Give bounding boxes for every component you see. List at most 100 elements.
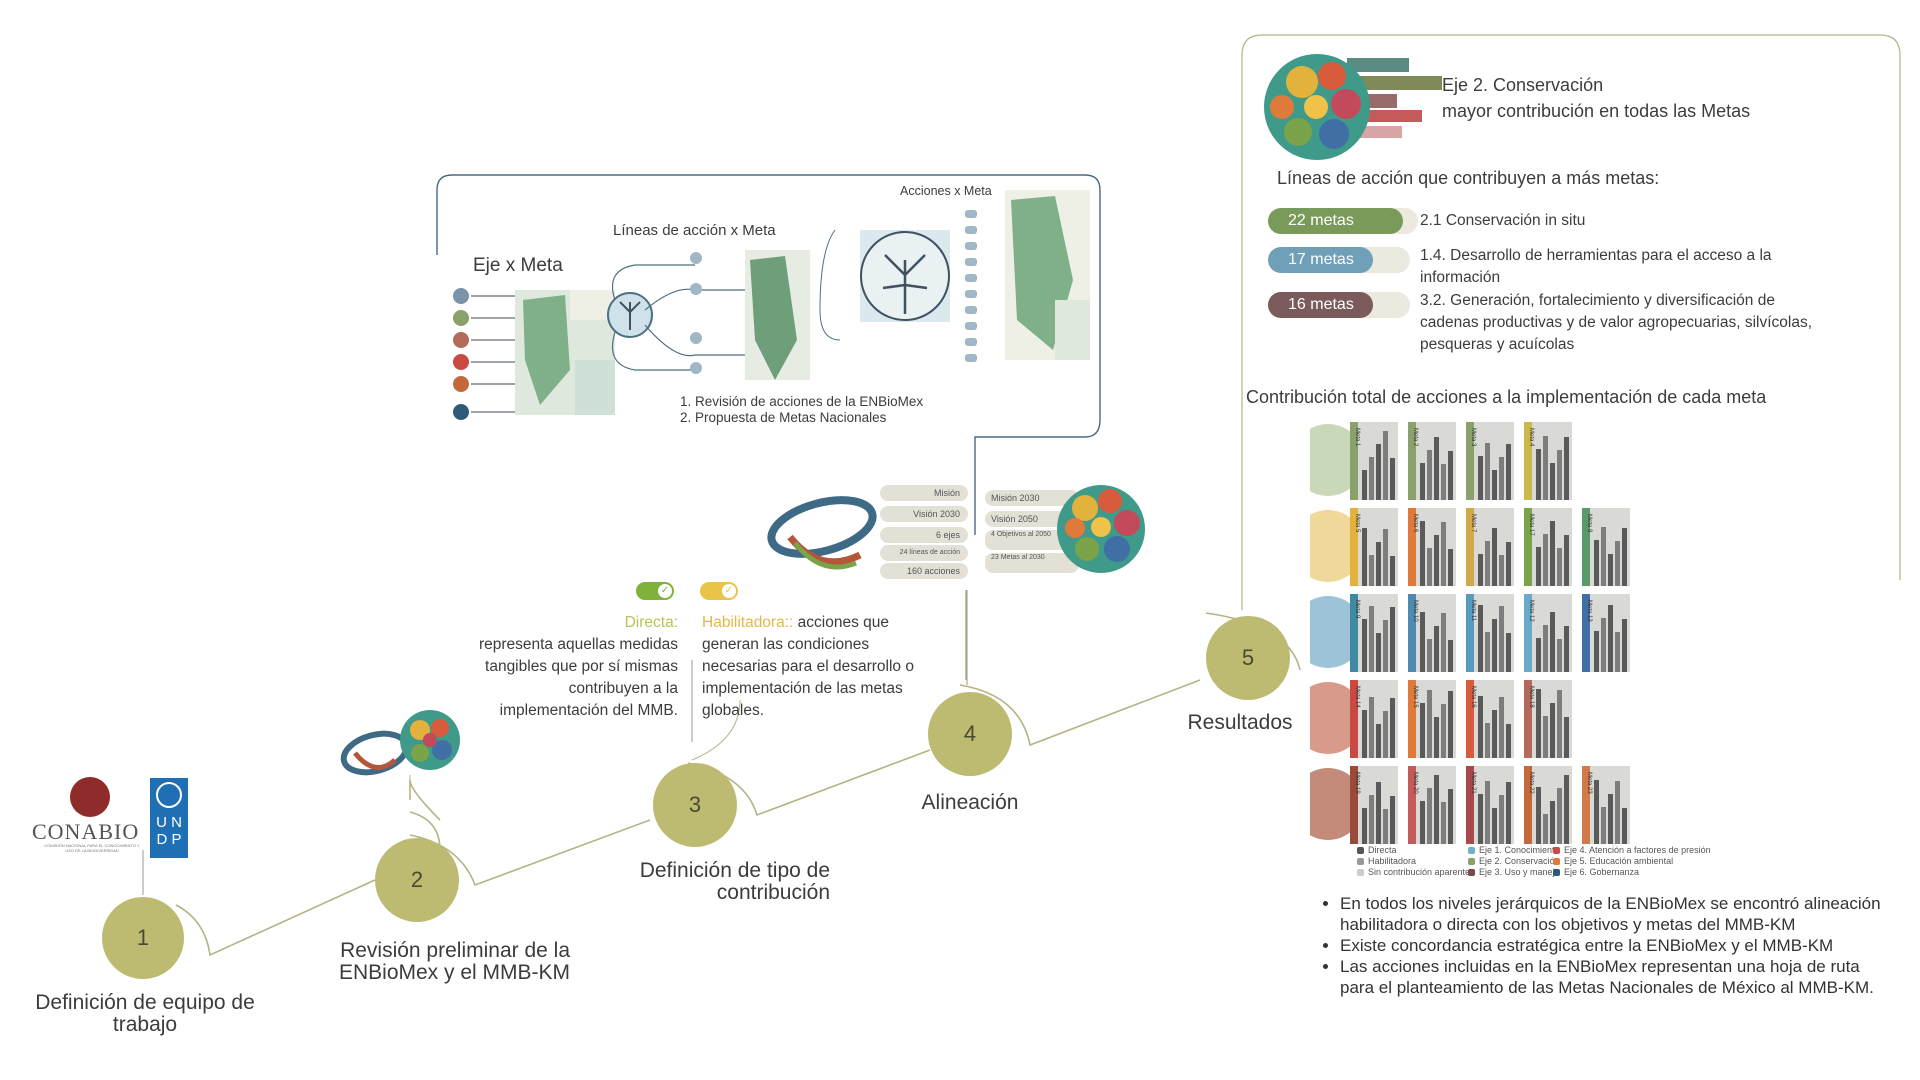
meta-bar [1434, 535, 1439, 586]
linea-text-2: 1.4. Desarrollo de herramientas para el … [1420, 247, 1772, 286]
linea-count-1: 22 metas [1268, 208, 1403, 234]
meta-bar [1434, 437, 1439, 500]
meta-label: Meta 16 [1470, 686, 1476, 708]
meta-bar [1594, 780, 1599, 844]
alignment-logo-enbiomex [767, 496, 877, 570]
meta-bar [1369, 606, 1374, 672]
meta-bar [1485, 632, 1490, 672]
meta-bar [1478, 605, 1483, 672]
meta-eje-strip [1408, 508, 1416, 586]
meta-bar [1499, 606, 1504, 672]
meta-label: Meta 22 [1528, 772, 1534, 794]
meta-bar [1362, 710, 1367, 758]
bullet-3: Las acciones incluidas en la ENBioMex re… [1340, 956, 1898, 998]
meta-label: Meta 14 [1354, 686, 1360, 708]
meta-bar [1376, 633, 1381, 672]
meta-eje-strip [1408, 766, 1416, 844]
meta-eje-strip [1408, 680, 1416, 758]
meta-bar [1448, 789, 1453, 844]
meta-label: Meta 3 [1470, 428, 1476, 447]
meta-bar [1427, 639, 1432, 672]
align-tag-ejes: 6 ejes [880, 527, 968, 543]
meta-bar [1478, 554, 1483, 586]
un-emblem-icon [156, 782, 182, 808]
meta-bar [1441, 704, 1446, 758]
meta-eje-strip [1582, 508, 1590, 586]
legend-sin-contribucion: Sin contribución aparente [1357, 867, 1470, 877]
meta-eje-strip [1350, 594, 1358, 672]
meta-bar [1478, 794, 1483, 844]
linea-text-3: 3.2. Generación, fortalecimiento y diver… [1420, 292, 1813, 353]
meta-bar [1369, 795, 1374, 844]
meta-bar [1543, 534, 1548, 586]
meta-bar [1536, 689, 1541, 758]
meta-bar [1615, 632, 1620, 672]
meta-bar [1441, 522, 1446, 586]
meta-bar [1362, 528, 1367, 586]
meta-label: Meta 9 [1354, 600, 1360, 619]
meta-bar [1594, 540, 1599, 586]
undp-top-letters: U N [156, 814, 182, 831]
lineas-heading: Líneas de acción que contribuyen a más m… [1277, 168, 1660, 188]
meta-eje-strip [1524, 766, 1532, 844]
meta-bar [1420, 463, 1425, 500]
conabio-wordmark: CONABIO [32, 819, 140, 844]
meta-label: Meta 17 [1528, 514, 1534, 536]
meta-bar [1550, 521, 1555, 586]
meta-eje-strip [1524, 680, 1532, 758]
meta-bar [1506, 444, 1511, 500]
meta-eje-strip [1582, 766, 1590, 844]
meta-bar [1536, 638, 1541, 672]
stage-5-label: Resultados [1187, 711, 1293, 734]
meta-bar [1543, 625, 1548, 672]
meta-bar [1550, 463, 1555, 500]
habilitadora-text: acciones que generan las condiciones nec… [702, 614, 914, 719]
align-tag-mision: Misión [880, 485, 968, 501]
meta-bar [1383, 431, 1388, 500]
meta-bar [1499, 697, 1504, 758]
meta-bar [1557, 690, 1562, 758]
legend-eje-1: Eje 1. Conocimiento [1468, 845, 1560, 855]
meta-bar [1427, 690, 1432, 758]
meta-bar [1506, 633, 1511, 672]
eje-meta-label: Eje x Meta [473, 255, 563, 276]
linea-text-1: 2.1 Conservación in situ [1420, 212, 1586, 229]
meta-eje-strip [1466, 680, 1474, 758]
meta-bar [1369, 555, 1374, 586]
align-tag-mision-2030: Misión 2030 [985, 490, 1079, 506]
legend-eje-2: Eje 2. Conservación [1468, 856, 1560, 866]
meta-bar [1594, 631, 1599, 672]
meta-eje-strip [1524, 422, 1532, 500]
eje2-icon [1264, 54, 1442, 160]
meta-bar [1499, 555, 1504, 586]
align-tag-acciones: 160 acciones [880, 563, 968, 579]
meta-bar [1485, 443, 1490, 500]
undp-logo: U N D P [150, 778, 188, 858]
align-tag-lineas: 24 líneas de acción [880, 545, 968, 561]
habilitadora-label: Habilitadora:: [702, 614, 794, 631]
check-icon: ✓ [658, 584, 672, 598]
legend-eje-3: Eje 3. Uso y manejo [1468, 867, 1560, 877]
meta-label: Meta 7 [1470, 514, 1476, 533]
review-diagram [453, 190, 1090, 420]
meta-bar [1427, 450, 1432, 500]
meta-bar [1383, 809, 1388, 844]
meta-bar [1492, 808, 1497, 844]
meta-bar [1506, 724, 1511, 758]
meta-bar [1608, 605, 1613, 672]
eje2-title: Eje 2. Conservación [1442, 75, 1604, 95]
meta-bar [1427, 788, 1432, 844]
lineas-meta-label: Líneas de acción x Meta [613, 222, 776, 239]
meta-bar [1499, 795, 1504, 844]
meta-bar [1485, 781, 1490, 844]
meta-bar [1390, 556, 1395, 586]
stage-2-circle: 2 [375, 838, 459, 922]
meta-bar [1536, 547, 1541, 586]
meta-bar [1485, 541, 1490, 586]
meta-bar [1369, 697, 1374, 758]
meta-label: Meta 21 [1470, 772, 1476, 794]
meta-bar [1420, 801, 1425, 844]
meta-bar [1390, 458, 1395, 500]
review-step-2: 2. Propuesta de Metas Nacionales [680, 410, 887, 425]
meta-bar [1362, 470, 1367, 500]
